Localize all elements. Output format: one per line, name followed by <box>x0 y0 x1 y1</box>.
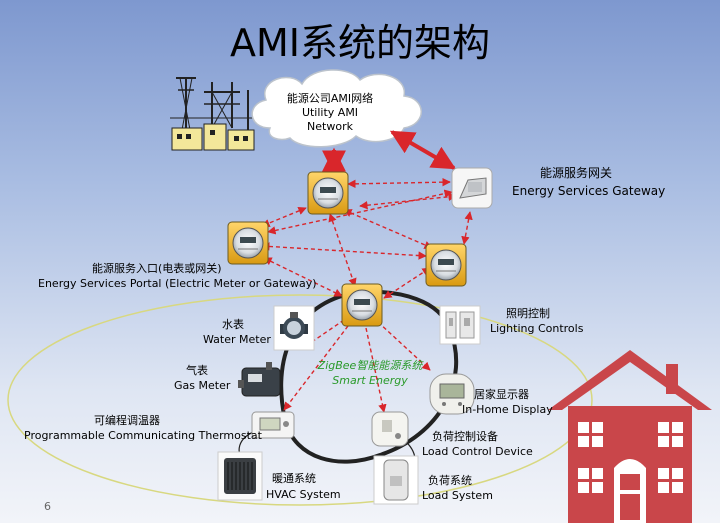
lighting-label-en: Lighting Controls <box>490 322 584 335</box>
backhaul-links <box>322 130 457 175</box>
meter-portal <box>341 283 383 327</box>
gateway-label-en: Energy Services Gateway <box>512 184 666 198</box>
gateway-label-cn: 能源服务网关 <box>540 166 613 180</box>
substation-icon <box>170 77 260 151</box>
page-title: AMI系统的架构 <box>230 21 490 65</box>
gas-meter-label-cn: 气表 <box>186 364 208 377</box>
load-control-label-cn: 负荷控制设备 <box>432 430 498 443</box>
load-system-label-cn: 负荷系统 <box>428 474 472 487</box>
page-number: 6 <box>44 500 51 513</box>
water-meter-label-en: Water Meter <box>203 333 271 346</box>
cloud-label-en-1: Utility AMI <box>301 106 359 119</box>
hvac-label-en: HVAC System <box>266 488 341 501</box>
water-heater-icon <box>373 455 419 505</box>
meter-top <box>307 171 349 215</box>
meter-right <box>425 243 467 287</box>
thermostat-label-cn: 可编程调温器 <box>94 414 160 427</box>
cloud-label-en-2: Network <box>307 120 353 133</box>
load-system-label-en: Load System <box>422 489 493 502</box>
gateway-icon <box>451 167 493 209</box>
thermostat-label-en: Programmable Communicating Thermostat <box>24 429 262 442</box>
in-home-display-icon <box>429 373 475 415</box>
zigbee-label-en: Smart Energy <box>332 374 408 387</box>
gas-meter-icon <box>238 362 281 397</box>
hvac-label-cn: 暖通系统 <box>272 472 316 485</box>
portal-label-cn: 能源服务入口(电表或网关) <box>92 262 222 275</box>
thermostat-icon <box>251 411 295 439</box>
display-label-en: In-Home Display <box>462 403 553 416</box>
water-meter-label-cn: 水表 <box>222 318 244 331</box>
house-icon <box>548 350 712 523</box>
lighting-controls-icon <box>439 305 481 345</box>
load-control-device-icon <box>371 411 409 447</box>
utility-ami-network-cloud <box>251 69 422 148</box>
portal-label-en: Energy Services Portal (Electric Meter o… <box>38 277 317 290</box>
lighting-label-cn: 照明控制 <box>506 307 550 320</box>
water-meter-icon <box>273 305 315 351</box>
display-label-cn: 居家显示器 <box>474 388 529 401</box>
hvac-icon <box>217 451 263 501</box>
zigbee-label-cn: ZigBee智能能源系统 <box>317 359 423 372</box>
cloud-label-cn: 能源公司AMI网络 <box>286 92 374 105</box>
meter-left <box>227 221 269 265</box>
load-control-label-en: Load Control Device <box>422 445 533 458</box>
gas-meter-label-en: Gas Meter <box>174 379 231 392</box>
